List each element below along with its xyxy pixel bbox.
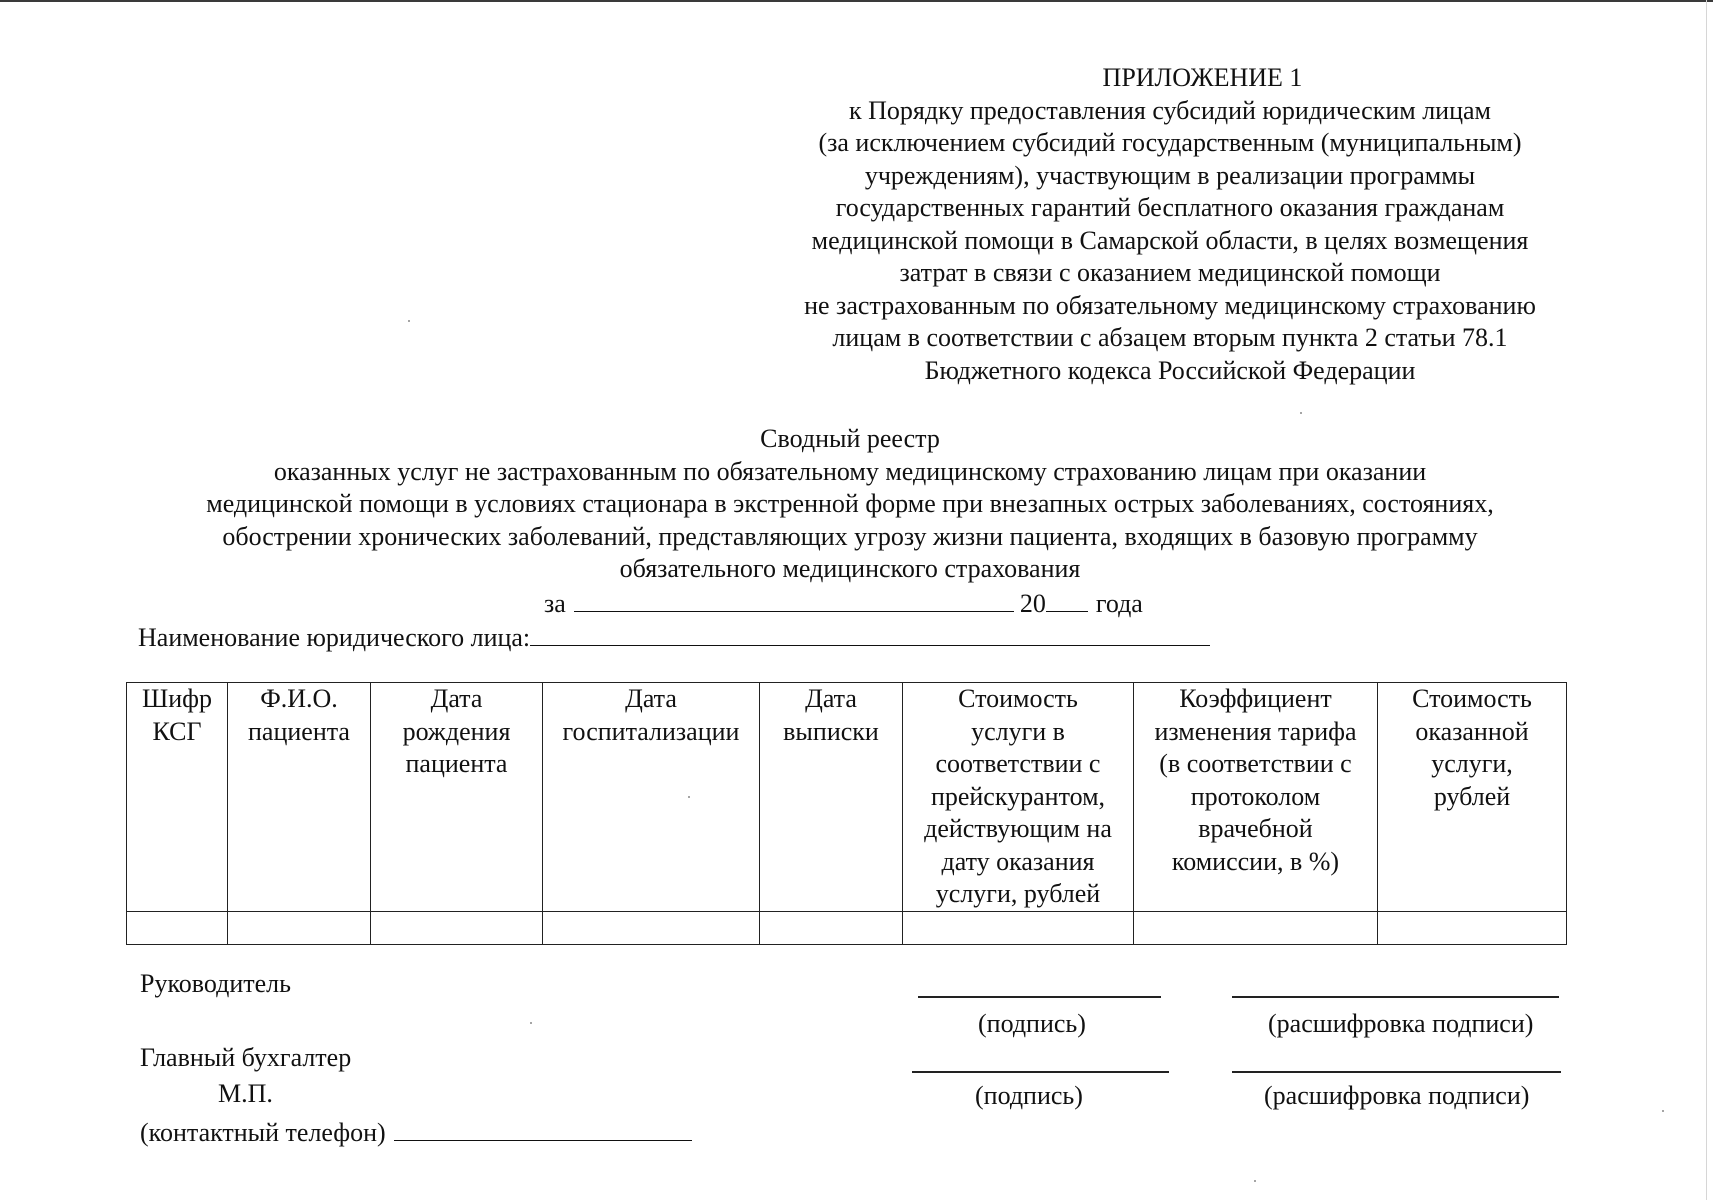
appendix-line: затрат в связи с оказанием медицинской п…	[899, 258, 1441, 287]
appendix-line: лицам в соответствии с абзацем вторым пу…	[832, 323, 1508, 352]
accountant-decoding-line[interactable]	[1232, 1071, 1561, 1073]
table-cell[interactable]	[126, 911, 228, 945]
entity-line: Наименование юридического лица:	[138, 621, 1211, 654]
accountant-label: Главный бухгалтер	[140, 1043, 352, 1072]
appendix-line: (за исключением субсидий государственным…	[818, 128, 1522, 157]
scan-right-edge	[1706, 0, 1707, 1200]
year-blank-field[interactable]	[1045, 587, 1088, 612]
appendix-line: учреждениям), участвующим в реализации п…	[864, 160, 1476, 190]
register-title: Сводный реестр	[760, 424, 940, 453]
column-header-patient-name: Ф.И.О. пациента	[227, 682, 371, 912]
accountant-decoding-caption: (расшифровка подписи)	[1264, 1081, 1530, 1110]
appendix-line: государственных гарантий бесплатного ока…	[835, 193, 1505, 222]
column-header-discharge-date: Дата выписки	[759, 682, 903, 912]
scan-speck	[530, 1022, 532, 1024]
period-prefix: за	[544, 589, 566, 618]
scan-speck	[1662, 1110, 1664, 1112]
head-decoding-caption: (расшифровка подписи)	[1268, 1009, 1534, 1038]
appendix-title: ПРИЛОЖЕНИЕ 1	[1102, 63, 1303, 92]
year-suffix: года	[1095, 589, 1143, 618]
column-header-ksg-code: Шифр КСГ	[126, 682, 228, 912]
column-header-price-list-cost: Стоимость услуги в соответствии с прейск…	[902, 682, 1134, 912]
register-table: Шифр КСГ Ф.И.О. пациента Дата рождения п…	[126, 682, 1567, 945]
period-blank-field[interactable]	[573, 587, 1014, 612]
stamp-label: М.П.	[218, 1079, 273, 1108]
table-cell[interactable]	[227, 911, 371, 945]
head-signature-line[interactable]	[918, 996, 1161, 998]
table-cell[interactable]	[1133, 911, 1378, 945]
accountant-signature-line[interactable]	[912, 1071, 1169, 1073]
table-header-row: Шифр КСГ Ф.И.О. пациента Дата рождения п…	[126, 682, 1567, 912]
column-header-admission-date: Дата госпитализации	[542, 682, 760, 912]
column-header-service-cost: Стоимость оказанной услуги, рублей	[1377, 682, 1567, 912]
head-decoding-line[interactable]	[1232, 996, 1559, 998]
register-subtitle-line: оказанных услуг не застрахованным по обя…	[273, 456, 1427, 486]
column-header-tariff-coefficient: Коэффициент изменения тарифа (в соответс…	[1133, 682, 1378, 912]
column-header-birth-date: Дата рождения пациента	[370, 682, 543, 912]
scan-top-edge	[0, 0, 1713, 2]
entity-label: Наименование юридического лица:	[138, 623, 531, 652]
phone-line: (контактный телефон)	[140, 1116, 692, 1149]
entity-blank-field[interactable]	[530, 621, 1211, 646]
table-cell[interactable]	[1377, 911, 1567, 945]
period-line: за 20 года	[544, 587, 1143, 620]
appendix-line: к Порядку предоставления субсидий юридич…	[848, 95, 1491, 125]
head-signature-caption: (подпись)	[978, 1009, 1086, 1038]
phone-blank-field[interactable]	[393, 1116, 692, 1141]
register-heading: Сводный реестр оказанных услуг не застра…	[100, 423, 1600, 586]
year-prefix: 20	[1019, 589, 1046, 618]
appendix-header: ПРИЛОЖЕНИЕ 1 к Порядку предоставления су…	[740, 62, 1600, 387]
phone-label: (контактный телефон)	[140, 1118, 386, 1147]
register-subtitle-line: обострении хронических заболеваний, пред…	[222, 521, 1478, 551]
appendix-line: медицинской помощи в Самарской области, …	[811, 225, 1529, 255]
accountant-signature-caption: (подпись)	[975, 1081, 1083, 1110]
scan-speck	[688, 796, 690, 798]
table-cell[interactable]	[542, 911, 760, 945]
register-subtitle-line: медицинской помощи в условиях стационара…	[206, 489, 1494, 518]
scan-speck	[408, 320, 410, 322]
scan-speck	[1254, 1180, 1256, 1182]
table-row	[126, 911, 1567, 945]
scan-speck	[1300, 412, 1302, 414]
table-cell[interactable]	[759, 911, 903, 945]
register-subtitle-line: обязательного медицинского страхования	[619, 554, 1081, 583]
appendix-line: Бюджетного кодекса Российской Федерации	[924, 355, 1416, 385]
table-cell[interactable]	[902, 911, 1134, 945]
table-cell[interactable]	[370, 911, 543, 945]
head-label: Руководитель	[140, 969, 291, 998]
appendix-line: не застрахованным по обязательному медиц…	[804, 290, 1536, 320]
